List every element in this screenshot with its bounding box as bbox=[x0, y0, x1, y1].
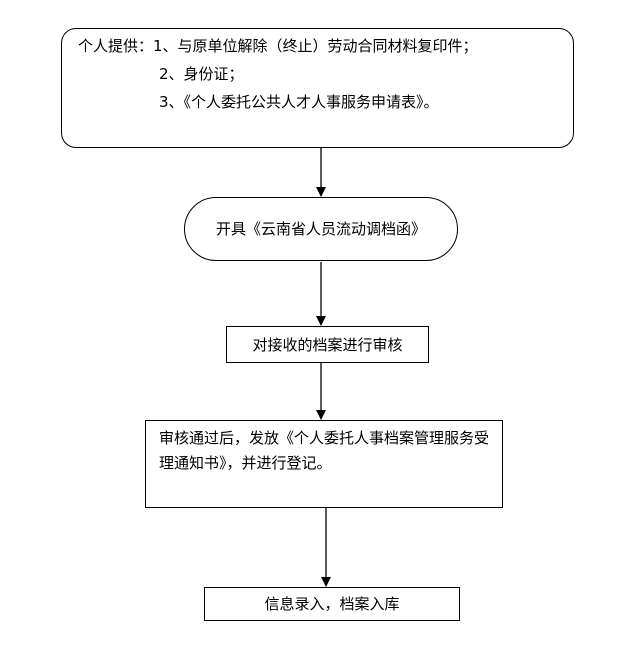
approve-notice-box: 审核通过后，发放《个人委托人事档案管理服务受理通知书》，并进行登记。 bbox=[145, 420, 503, 508]
issue-letter-box: 开具《云南省人员流动调档函》 bbox=[184, 197, 458, 261]
issue-letter-text: 开具《云南省人员流动调档函》 bbox=[215, 220, 426, 238]
provide-line-2: 2、身份证； bbox=[159, 65, 244, 83]
review-archive-text: 对接收的档案进行审核 bbox=[252, 335, 403, 354]
provide-materials-box: 个人提供：1、与原单位解除（终止）劳动合同材料复印件； 2、身份证； 3、《个人… bbox=[61, 28, 574, 148]
review-archive-box: 对接收的档案进行审核 bbox=[226, 326, 429, 363]
provide-line-1: 个人提供：1、与原单位解除（终止）劳动合同材料复印件； bbox=[78, 37, 478, 55]
archive-storage-box: 信息录入，档案入库 bbox=[204, 587, 460, 621]
approve-notice-text: 审核通过后，发放《个人委托人事档案管理服务受理通知书》，并进行登记。 bbox=[159, 429, 490, 472]
archive-storage-text: 信息录入，档案入库 bbox=[264, 595, 400, 613]
provide-line-3: 3、《个人委托公共人才人事服务申请表》。 bbox=[159, 93, 439, 111]
